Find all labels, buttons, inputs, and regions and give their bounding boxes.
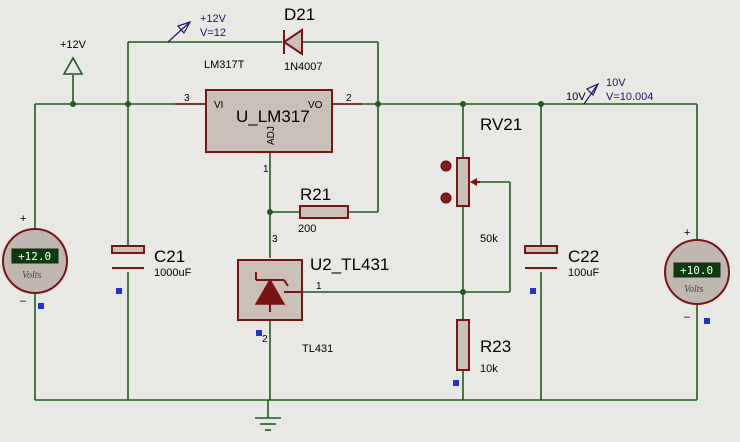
d21-part: 1N4007	[284, 61, 323, 73]
voltmeter-right-reading: +10.0	[680, 264, 713, 277]
u2-pin2-num: 2	[262, 334, 268, 345]
shunt-regulator-u2-tl431[interactable]: U2_TL431 TL431 3 1 2	[237, 234, 389, 355]
u-lm317-pin-vi: VI	[214, 100, 223, 111]
pot-decrease-button[interactable]	[440, 192, 452, 204]
c21-ref: C21	[154, 247, 185, 266]
probe-output-name: 10V	[606, 77, 626, 89]
voltmeter-left-unit: Volts	[22, 270, 42, 281]
r21-ref: R21	[300, 185, 331, 204]
marker-square-icon	[704, 318, 710, 324]
voltmeter-left-reading: +12.0	[18, 250, 51, 263]
minus-sign-icon: –	[20, 295, 27, 307]
voltmeter-right-unit: Volts	[684, 284, 704, 295]
supply-terminal-label: +12V	[60, 39, 87, 51]
marker-square-icon	[530, 288, 536, 294]
marker-square-icon	[453, 380, 459, 386]
r23-value: 10k	[480, 363, 498, 375]
minus-sign-icon: –	[684, 311, 691, 323]
marker-square-icon	[38, 303, 44, 309]
u-lm317-pin1-num: 1	[263, 164, 269, 175]
c22-value: 100uF	[568, 267, 599, 279]
probe-arrow-icon	[585, 82, 600, 97]
d21-ref: D21	[284, 5, 315, 24]
rv21-value: 50k	[480, 233, 498, 245]
output-rail-label: 10V	[566, 91, 586, 103]
c21-value: 1000uF	[154, 267, 192, 279]
u2-part: TL431	[302, 343, 333, 355]
voltmeter-left[interactable]: +12.0 Volts + –	[2, 213, 68, 307]
probe-output-value: V=10.004	[606, 91, 653, 103]
r23-ref: R23	[480, 337, 511, 356]
resistor-r23[interactable]: R23 10k	[456, 319, 511, 375]
capacitor-c22[interactable]: C22 100uF	[524, 245, 599, 279]
ground-symbol	[255, 417, 281, 431]
c22-ref: C22	[568, 247, 599, 266]
voltage-probe-input[interactable]: +12V V=12	[167, 13, 227, 43]
u-lm317-pin-vo: VO	[308, 100, 323, 111]
pot-increase-button[interactable]	[440, 160, 452, 172]
marker-square-icon	[256, 330, 262, 336]
u-lm317-part: LM317T	[204, 59, 245, 71]
junctions	[70, 101, 544, 295]
u2-pin3-num: 3	[272, 234, 278, 245]
potentiometer-rv21[interactable]: RV21 50k	[440, 115, 522, 245]
u2-ref: U2_TL431	[310, 255, 389, 274]
wires	[34, 41, 698, 418]
u-lm317-pin2-num: 2	[346, 93, 352, 104]
selection-markers	[38, 288, 710, 386]
regulator-u-lm317[interactable]: LM317T U_LM317 VI VO ADJ 3 2 1	[175, 59, 362, 175]
resistor-r21[interactable]: R21 200	[298, 185, 349, 235]
voltage-probe-output[interactable]: 10V V=10.004 10V	[566, 77, 653, 105]
voltmeter-right[interactable]: +10.0 Volts + –	[664, 227, 730, 323]
marker-square-icon	[116, 288, 122, 294]
u-lm317-pin-adj: ADJ	[266, 126, 277, 145]
supply-terminal[interactable]: +12V	[60, 39, 87, 75]
probe-input-name: +12V	[200, 13, 227, 25]
diode-d21[interactable]: D21 1N4007	[282, 5, 323, 73]
r21-value: 200	[298, 223, 316, 235]
rv21-ref: RV21	[480, 115, 522, 134]
plus-sign-icon: +	[684, 227, 690, 239]
u2-pin1-num: 1	[316, 281, 322, 292]
probe-arrow-icon	[176, 20, 192, 35]
probe-input-value: V=12	[200, 27, 226, 39]
u-lm317-pin3-num: 3	[184, 93, 190, 104]
u-lm317-ref: U_LM317	[236, 107, 310, 126]
capacitor-c21[interactable]: C21 1000uF	[111, 245, 192, 279]
plus-sign-icon: +	[20, 213, 26, 225]
